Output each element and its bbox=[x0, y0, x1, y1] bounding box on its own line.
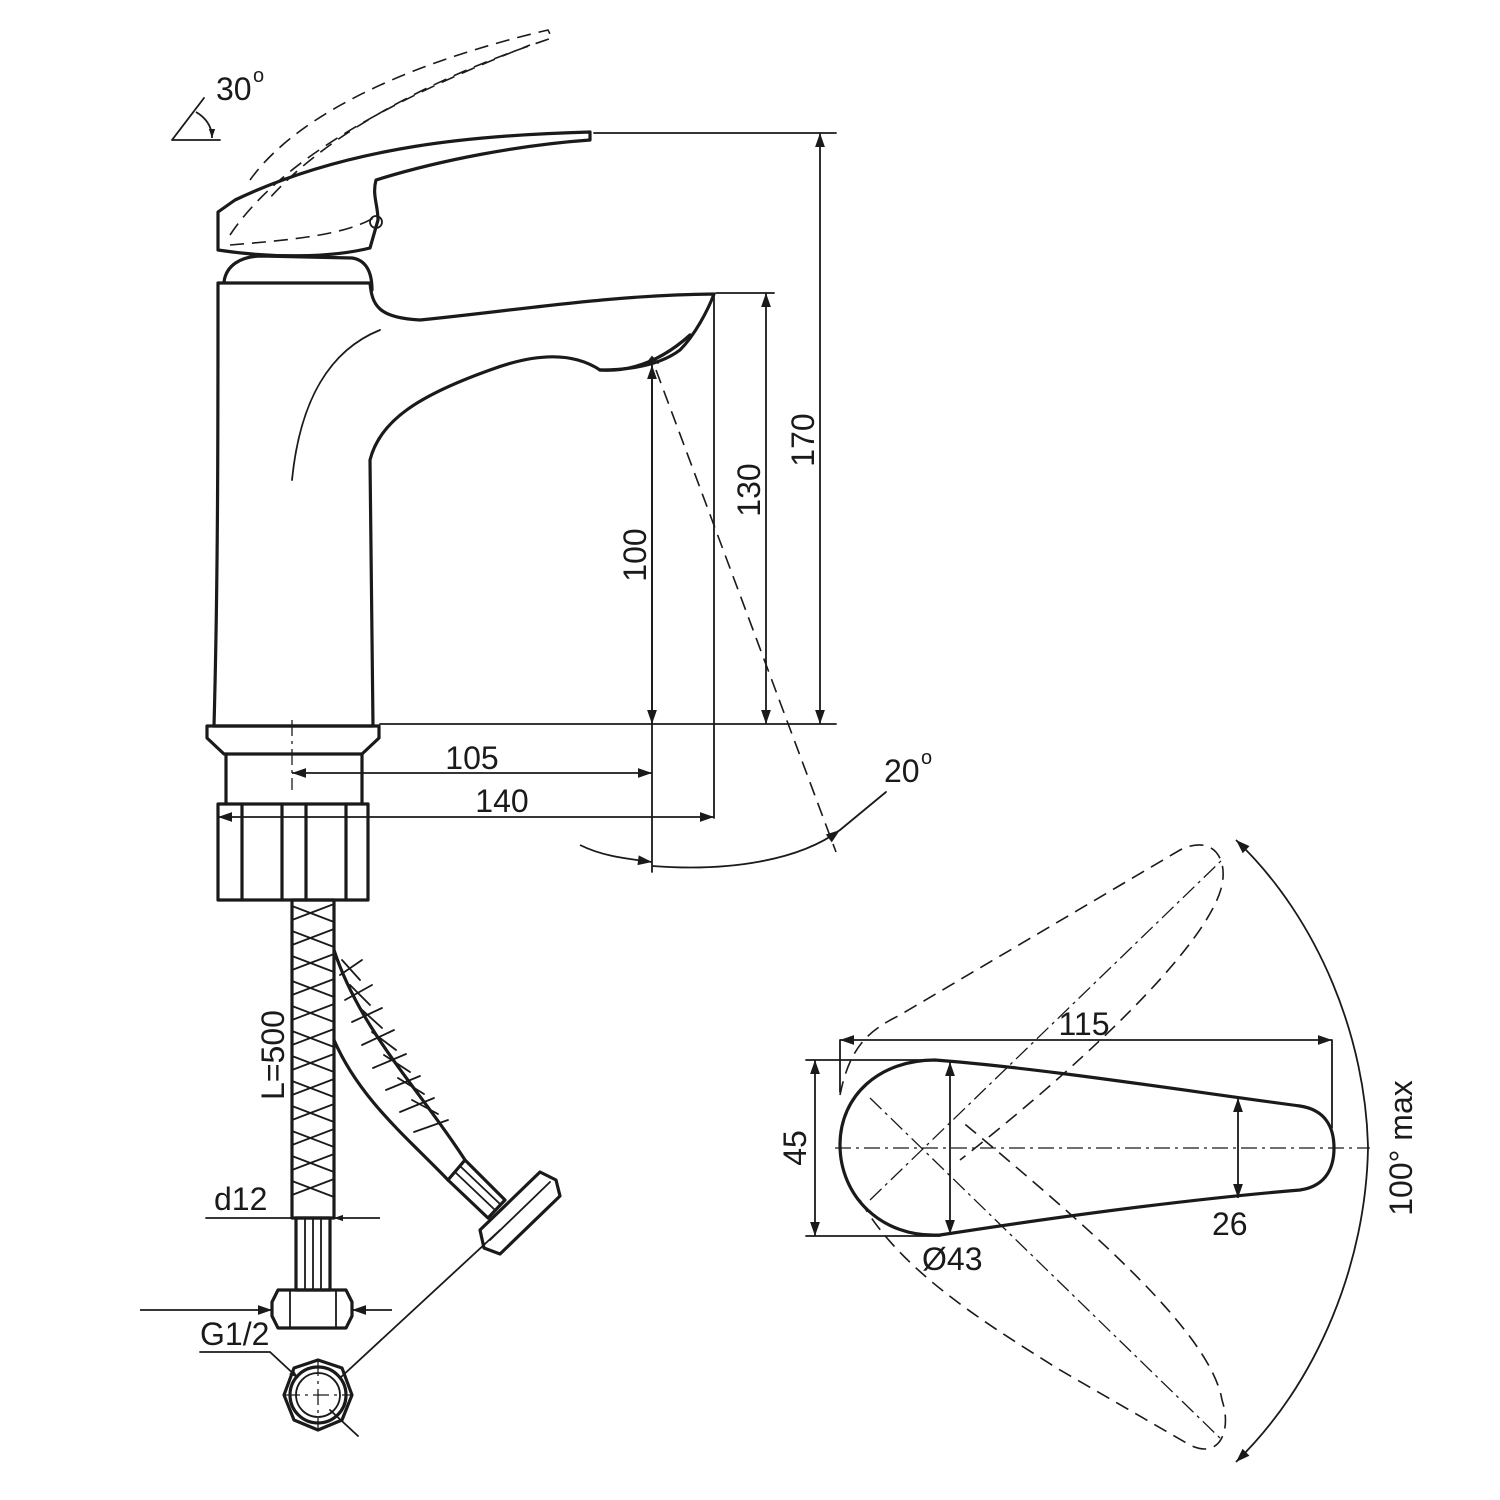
cartridge-cap bbox=[222, 254, 374, 292]
side-dimensions bbox=[140, 97, 887, 1315]
label-height-outlet: 100 bbox=[617, 528, 653, 581]
dimension-labels: 30 o 20 o 170 130 100 105 140 L=500 d12 … bbox=[200, 65, 1419, 1352]
label-rotation: 100° max bbox=[1383, 1080, 1419, 1216]
label-hose-length: L=500 bbox=[255, 1010, 291, 1100]
hose-curved bbox=[332, 948, 467, 1182]
label-handle-tilt-degree: o bbox=[253, 65, 264, 87]
flexible-hoses bbox=[270, 898, 562, 1330]
label-reach-spout: 140 bbox=[475, 783, 528, 819]
thread-end-view bbox=[199, 1229, 501, 1437]
label-lever-diameter: Ø43 bbox=[922, 1241, 982, 1277]
label-reach-outlet: 105 bbox=[445, 740, 498, 776]
dim-arc-20deg bbox=[579, 844, 653, 866]
label-height-spout: 130 bbox=[731, 463, 767, 516]
label-thread: G1/2 bbox=[200, 1316, 269, 1352]
label-hose-diameter: d12 bbox=[214, 1181, 267, 1217]
angle-symbol-30deg bbox=[171, 97, 221, 141]
label-lever-width: 45 bbox=[777, 1130, 813, 1166]
faucet-body bbox=[212, 281, 716, 728]
label-spout-angle: 20 bbox=[884, 753, 920, 789]
label-handle-tilt: 30 bbox=[216, 71, 252, 107]
dim-arc-100deg bbox=[1235, 839, 1369, 1463]
hose-nut-straight bbox=[270, 1288, 354, 1330]
lever-raised-ghost bbox=[249, 29, 554, 201]
label-spout-angle-degree: o bbox=[921, 747, 932, 769]
label-lever-tip: 26 bbox=[1212, 1206, 1248, 1242]
lever-handle bbox=[216, 130, 592, 258]
lever-top-view bbox=[805, 839, 1370, 1463]
hose-nut-curved bbox=[478, 1170, 562, 1256]
lever-ghost-upper bbox=[839, 844, 1224, 1161]
base-ring bbox=[205, 724, 381, 756]
label-height-total: 170 bbox=[785, 413, 821, 466]
lever-ghost-lower bbox=[859, 1119, 1227, 1450]
label-lever-length: 115 bbox=[1058, 1006, 1109, 1042]
